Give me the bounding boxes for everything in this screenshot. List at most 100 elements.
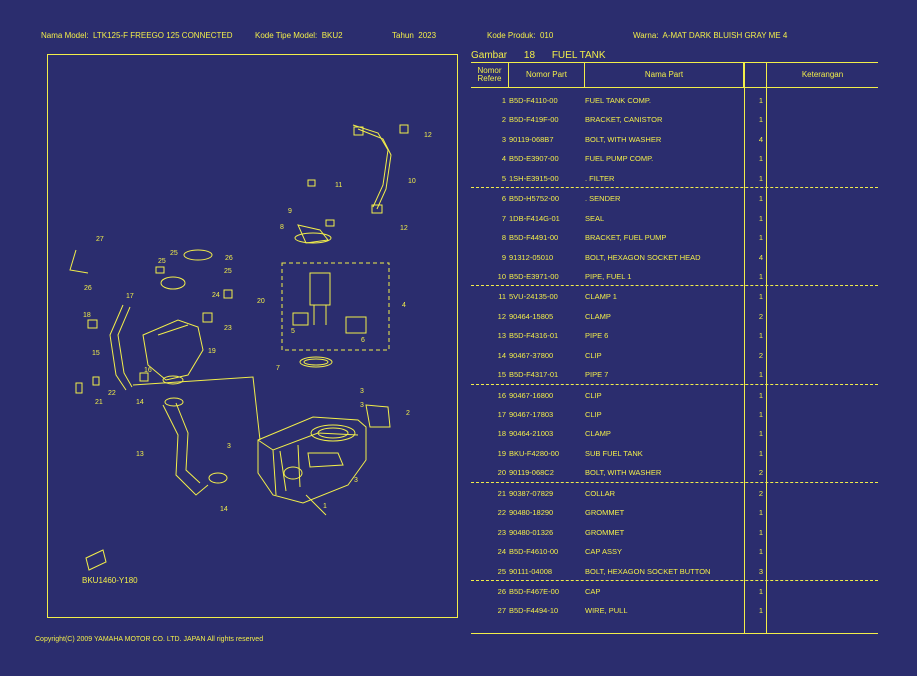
callout-14a: 14 bbox=[136, 399, 144, 406]
table-header: Nomor Refere Nomor Part Nama Part Ketera… bbox=[471, 62, 878, 88]
part-number: 90111-04008 bbox=[509, 566, 553, 576]
quantity: 1 bbox=[758, 606, 763, 616]
pipe7-drawing bbox=[109, 304, 127, 391]
callout-5: 5 bbox=[291, 328, 295, 335]
pipe6-drawing bbox=[162, 404, 209, 496]
ref-number: 12 bbox=[497, 311, 506, 321]
column-divider-right bbox=[766, 62, 767, 634]
ref-number: 11 bbox=[498, 292, 506, 302]
wire-pull-drawing bbox=[69, 249, 89, 274]
callout-25b: 25 bbox=[158, 258, 166, 265]
sub-fuel-tank-drawing bbox=[142, 319, 204, 385]
ref-number: 10 bbox=[497, 271, 506, 281]
callout-25c: 25 bbox=[224, 268, 232, 275]
callout-3a: 3 bbox=[360, 388, 364, 395]
ref-number: 9 bbox=[501, 252, 506, 262]
part-number: 90480-01326 bbox=[509, 527, 554, 537]
ref-number: 4 bbox=[501, 154, 506, 164]
part-number: B5D-F4317-01 bbox=[509, 370, 559, 380]
quantity: 2 bbox=[758, 311, 763, 321]
diagram-code: BKU1460-Y180 bbox=[82, 576, 138, 585]
part-number: B5D-F4494-10 bbox=[509, 606, 559, 616]
part-number: B5D-F4316-01 bbox=[509, 331, 559, 341]
part-number: 1DB-F414G-01 bbox=[509, 213, 560, 223]
ref-number: 13 bbox=[497, 331, 506, 341]
ref-number: 21 bbox=[497, 488, 506, 498]
header-qty bbox=[744, 63, 766, 87]
part-name: FUEL PUMP COMP. bbox=[585, 154, 654, 164]
quantity: 1 bbox=[758, 292, 763, 302]
callout-24: 24 bbox=[212, 292, 220, 299]
part-number: 1SH-E3915-00 bbox=[509, 173, 559, 183]
callout-26a: 26 bbox=[225, 255, 233, 262]
callout-3d: 3 bbox=[354, 477, 358, 484]
ref-number: 2 bbox=[501, 115, 506, 125]
part-name: BRACKET, FUEL PUMP bbox=[585, 233, 667, 243]
part-number: BKU-F4280-00 bbox=[509, 448, 560, 458]
callout-10: 10 bbox=[408, 178, 416, 185]
quantity: 1 bbox=[758, 370, 763, 380]
part-number: 90387-07829 bbox=[509, 488, 554, 498]
callout-18: 18 bbox=[83, 312, 91, 319]
ref-number: 17 bbox=[497, 410, 506, 419]
quantity: 4 bbox=[758, 252, 763, 262]
quantity: 1 bbox=[758, 448, 763, 458]
part-name: . SENDER bbox=[585, 194, 621, 204]
callout-17: 17 bbox=[126, 293, 134, 300]
part-number: 90119-068C2 bbox=[509, 468, 554, 478]
part-number: 90480-18290 bbox=[509, 508, 554, 518]
part-number: 5VU-24135-00 bbox=[509, 292, 558, 302]
figure-label: Gambar bbox=[471, 50, 508, 61]
copyright: Copyright(C) 2009 YAMAHA MOTOR CO. LTD. … bbox=[35, 636, 264, 643]
callout-2: 2 bbox=[406, 410, 410, 417]
part-number: B5D-E3971-00 bbox=[509, 271, 559, 281]
ref-number: 19 bbox=[497, 448, 506, 458]
diagram-code-icon bbox=[85, 549, 107, 571]
part-name: GROMMET bbox=[585, 527, 625, 537]
part-name: BOLT, WITH WASHER bbox=[585, 134, 662, 144]
ref-number: 1 bbox=[501, 96, 506, 105]
part-number: 90464-21003 bbox=[509, 429, 554, 439]
quantity: 1 bbox=[758, 194, 763, 204]
callout-23: 23 bbox=[224, 325, 232, 332]
figure-number: 18 bbox=[523, 50, 536, 61]
part-name: CLIP bbox=[585, 390, 602, 400]
callout-12a: 12 bbox=[424, 132, 432, 139]
quantity: 1 bbox=[758, 390, 763, 400]
part-name: CAP ASSY bbox=[585, 547, 622, 557]
fuel-pipe-drawing bbox=[352, 124, 389, 208]
part-name: . FILTER bbox=[585, 173, 615, 183]
quantity: 1 bbox=[758, 213, 763, 223]
part-name: SEAL bbox=[585, 213, 605, 223]
callout-4: 4 bbox=[402, 302, 406, 309]
callout-12b: 12 bbox=[400, 225, 408, 232]
quantity: 1 bbox=[758, 586, 763, 596]
callout-1: 1 bbox=[323, 503, 327, 510]
part-name: FUEL TANK COMP. bbox=[585, 96, 651, 105]
fuel-tank-drawing bbox=[257, 416, 367, 504]
quantity: 2 bbox=[758, 468, 763, 478]
part-number: B5D-H5752-00 bbox=[509, 194, 560, 204]
ref-number: 23 bbox=[497, 527, 506, 537]
part-name: PIPE 7 bbox=[585, 370, 609, 380]
callout-14b: 14 bbox=[220, 506, 228, 513]
ref-number: 8 bbox=[501, 233, 506, 243]
quantity: 3 bbox=[758, 566, 763, 576]
figure-title: Gambar 18 FUEL TANK bbox=[471, 50, 620, 61]
ref-number: 16 bbox=[497, 390, 506, 400]
product-code: Kode Produk: 010 bbox=[487, 31, 554, 40]
